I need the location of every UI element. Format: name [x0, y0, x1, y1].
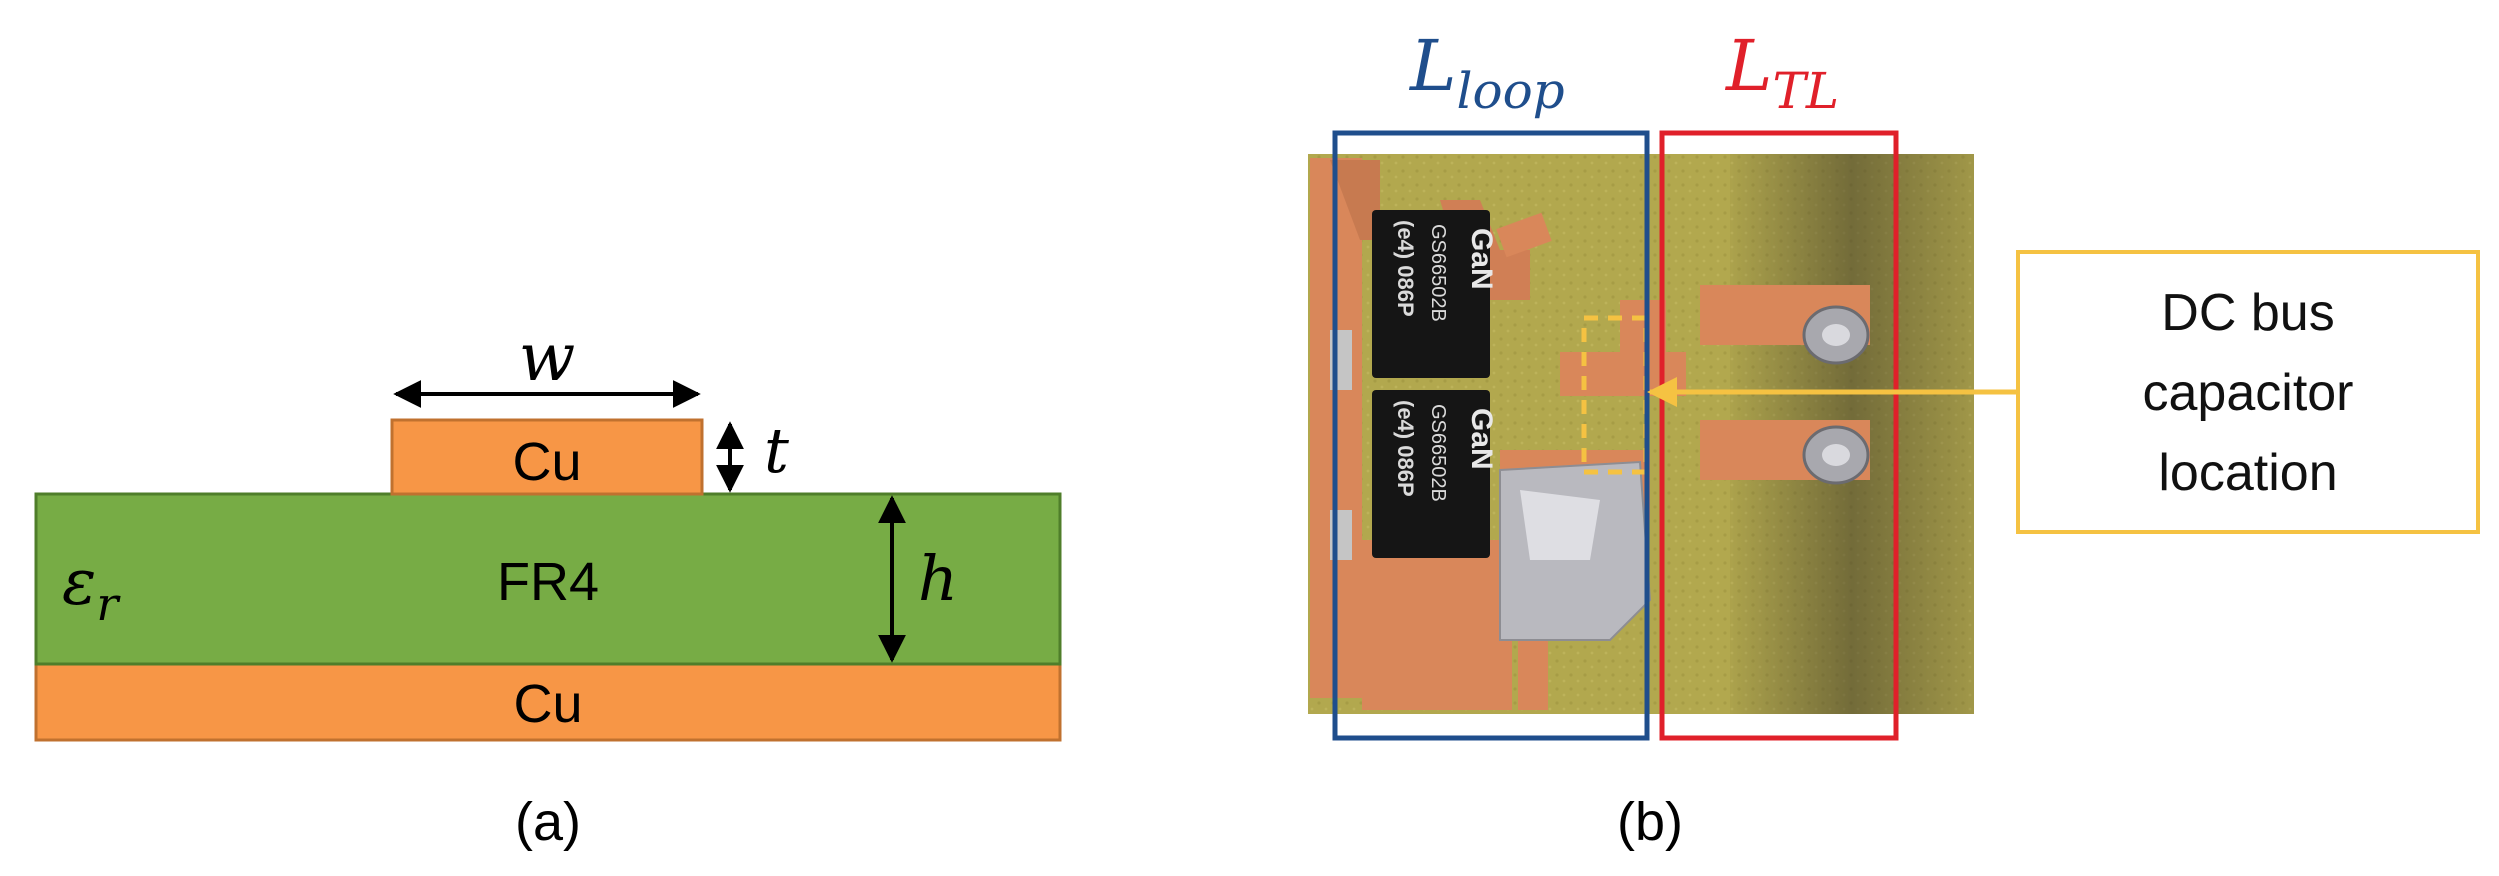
chip-top-code: (e4) 086P — [1393, 220, 1418, 317]
callout-line-3: location — [2158, 444, 2337, 502]
tl-inductance-box — [1659, 130, 1899, 741]
width-symbol: w — [519, 319, 576, 396]
chip-bottom-code: (e4) 086P — [1393, 400, 1418, 497]
gan-transistor-bottom: GaN GS66502B (e4) 086P — [1372, 390, 1498, 558]
panel-a: Cu FR4 Cu w t h εr (a) — [34, 319, 1062, 852]
callout-line-2: capacitor — [2143, 364, 2354, 422]
ground-label: Cu — [513, 674, 582, 734]
loop-inductance-box — [1332, 130, 1650, 741]
tl-inductance-label: LTL — [1724, 25, 1839, 120]
solder-joints — [1499, 305, 1870, 641]
height-symbol: h — [918, 542, 958, 615]
panel-b: GaN GS66502B (e4) 086P GaN GS66502B (e4)… — [1308, 25, 2480, 852]
thickness-symbol: t — [764, 414, 789, 487]
ground-copper-layer — [34, 662, 1062, 742]
copper-traces — [1310, 158, 1870, 710]
chip-top-part: GS66502B — [1427, 224, 1449, 322]
caption-b: (b) — [1617, 792, 1683, 852]
callout-line-1: DC bus — [2161, 284, 2334, 342]
substrate-label: FR4 — [497, 552, 599, 612]
capacitor-location-marker — [1581, 315, 1649, 475]
gan-transistor-top: GaN GS66502B (e4) 086P — [1372, 210, 1498, 378]
top-copper-trace — [390, 418, 704, 496]
loop-inductance-label: Lloop — [1408, 25, 1565, 120]
caption-a: (a) — [515, 792, 581, 852]
chip-bottom-part: GS66502B — [1427, 404, 1449, 502]
trace-label: Cu — [512, 432, 581, 492]
permittivity-symbol: εr — [62, 546, 121, 631]
callout-box — [2016, 250, 2480, 534]
chip-bottom-brand: GaN — [1465, 408, 1498, 470]
chip-top-brand: GaN — [1465, 228, 1498, 290]
